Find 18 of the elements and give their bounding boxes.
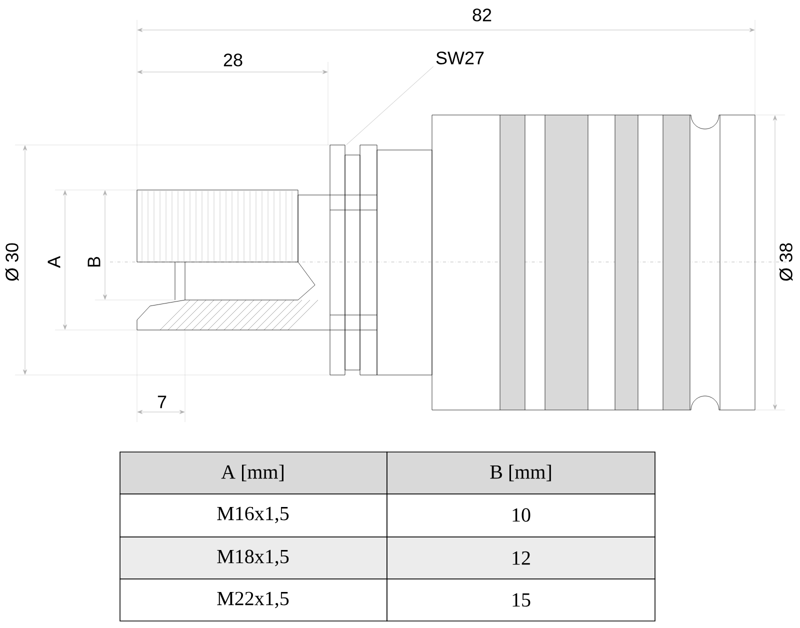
- table-cell: M16x1,5: [120, 494, 388, 538]
- dimension-text: Ø 38: [779, 243, 793, 281]
- dimension-text: Ø 30: [5, 243, 19, 281]
- dimension-text: 7: [158, 396, 166, 408]
- table-cell: A [mm]: [120, 452, 388, 494]
- dimension-text: B: [88, 256, 100, 267]
- table-cell: 12: [386, 536, 656, 580]
- leader-line: [346, 66, 434, 145]
- part-label: SW27: [436, 52, 484, 64]
- table-cell: 10: [386, 494, 656, 538]
- table-cell: B [mm]: [386, 452, 656, 494]
- hex-nut: [330, 144, 378, 376]
- dimension-text: 28: [224, 54, 242, 66]
- table-cell: M18x1,5: [120, 536, 388, 580]
- dimension-text: A: [48, 256, 60, 268]
- dimension-text: 82: [472, 8, 492, 22]
- table-cell: M22x1,5: [120, 578, 388, 622]
- table-cell: 15: [386, 578, 656, 622]
